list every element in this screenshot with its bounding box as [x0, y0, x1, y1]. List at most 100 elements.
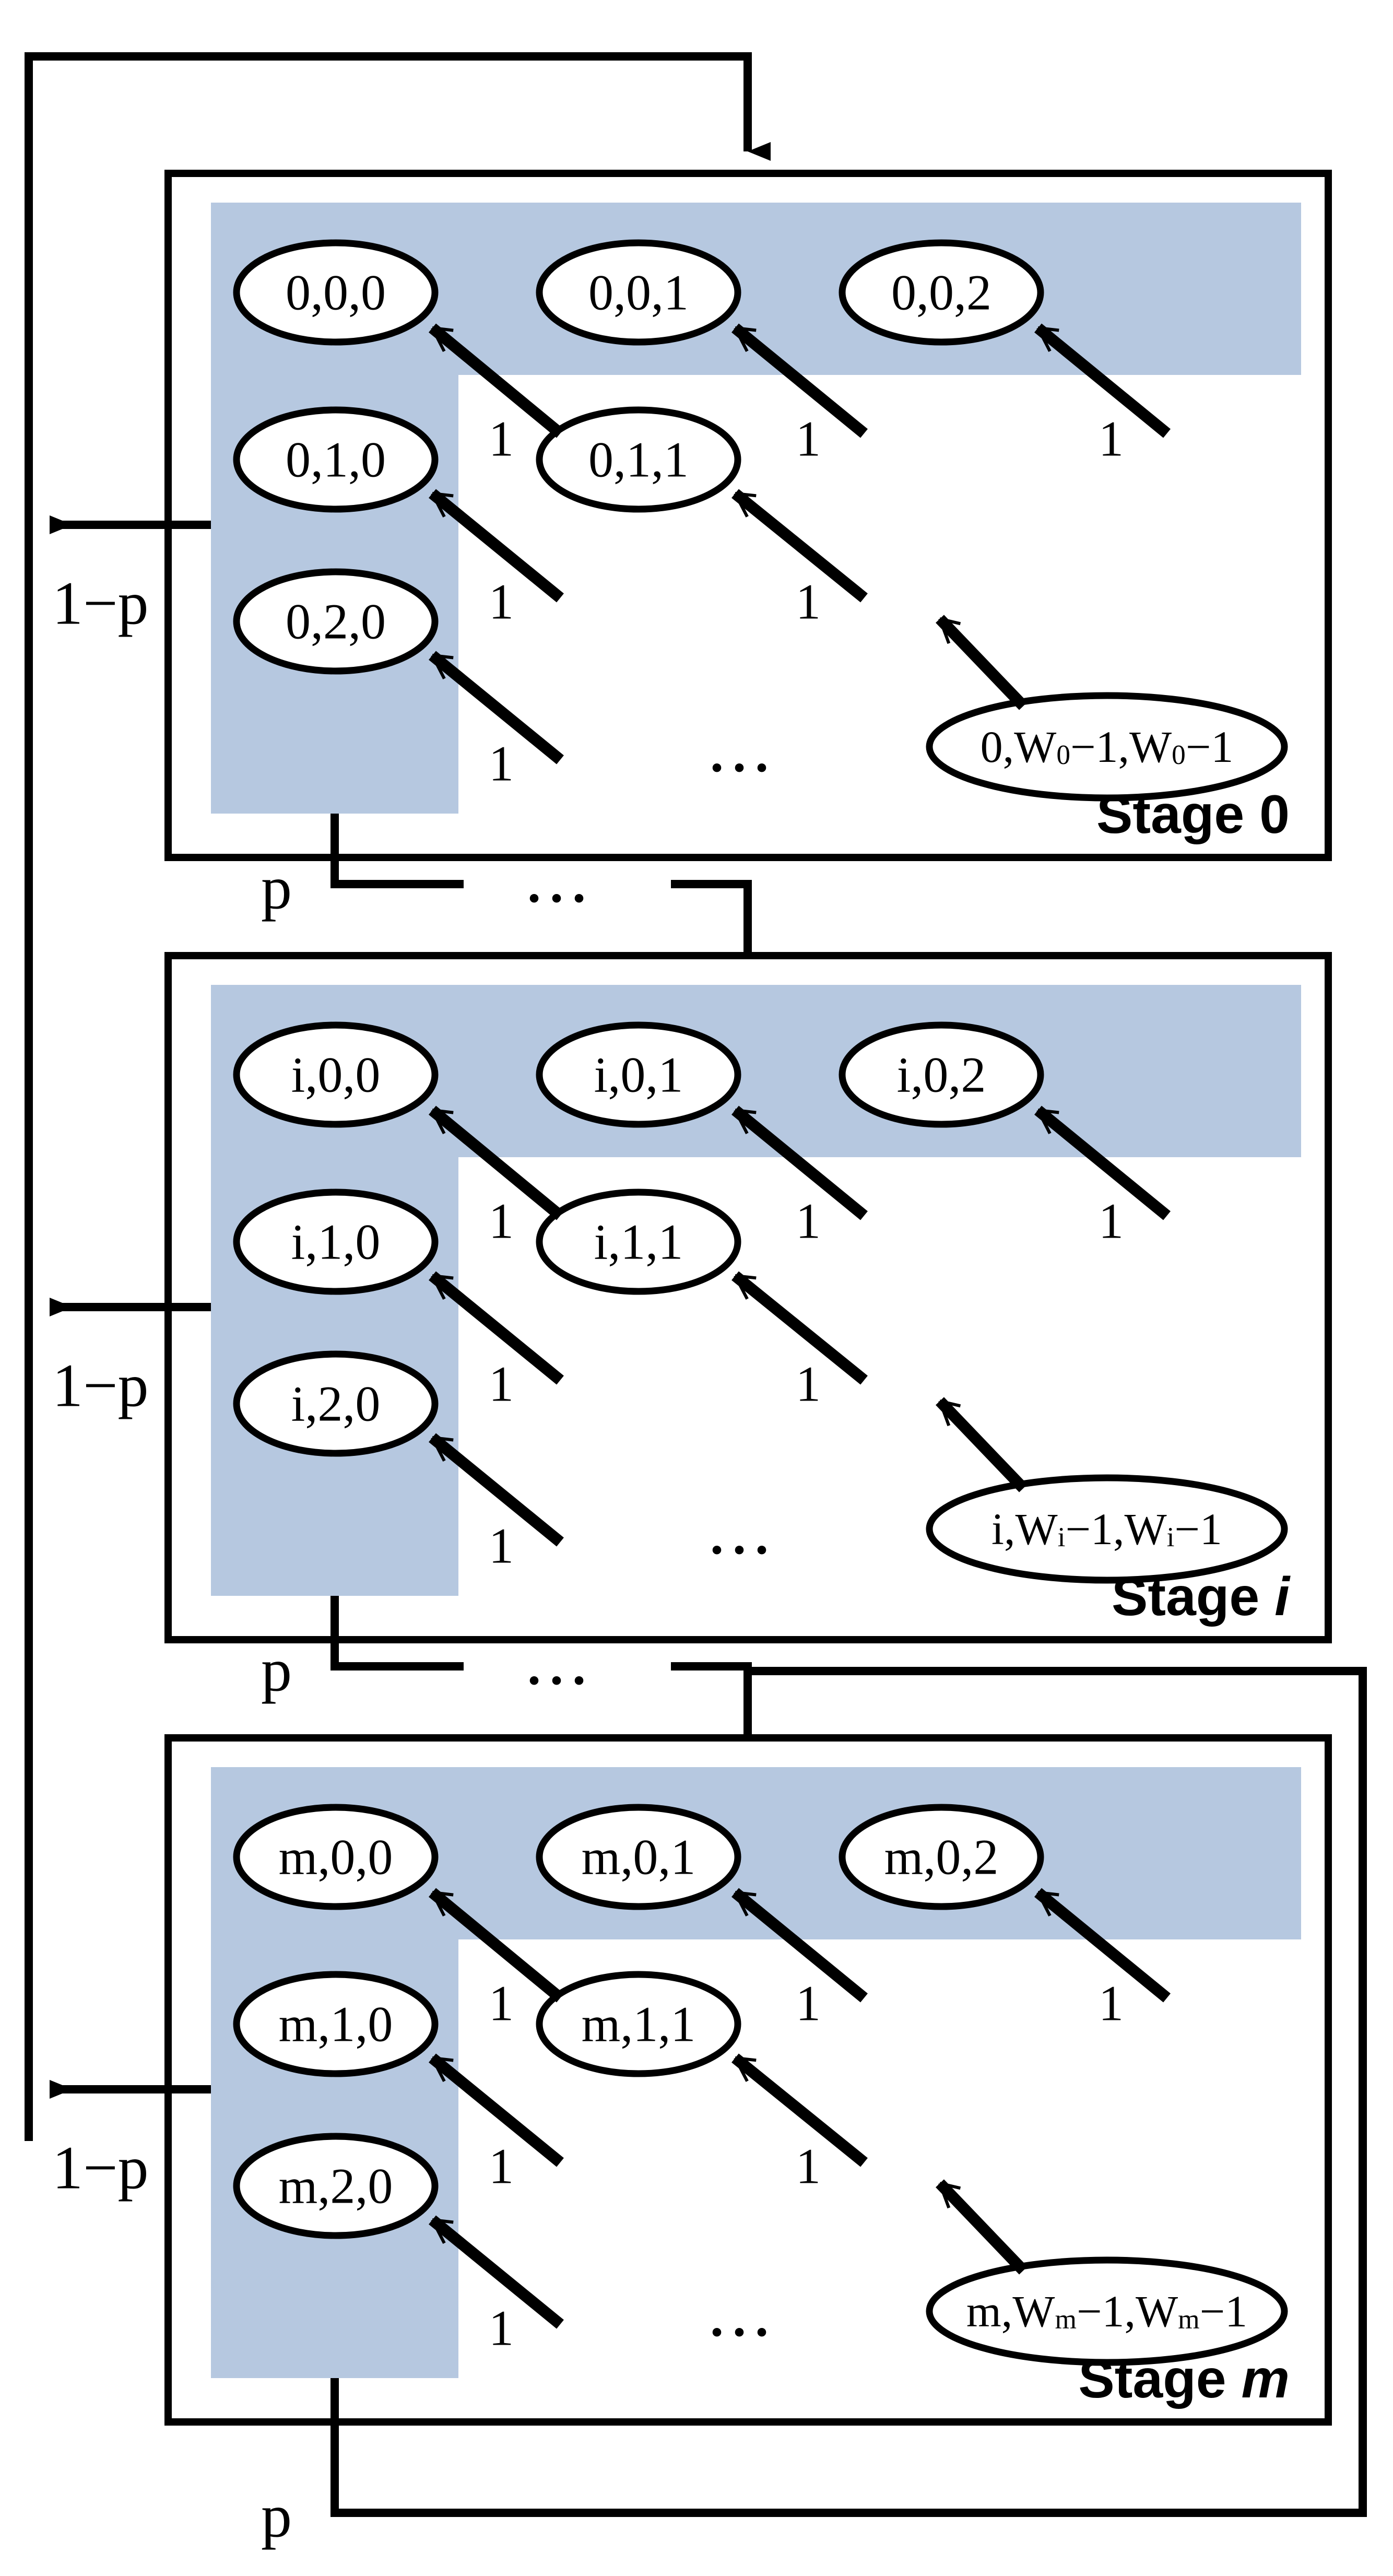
transition-arrow-last — [936, 2179, 1028, 2275]
edge-weight: 1 — [489, 574, 514, 630]
stage-0-blue-band — [211, 203, 1301, 814]
state-node-label: i,1,1 — [594, 1214, 683, 1270]
state-node-label: i,1,0 — [291, 1214, 381, 1270]
prob-stay-label: 1−p — [52, 569, 149, 638]
edge-weight: 1 — [489, 1356, 514, 1412]
prob-advance-path — [330, 814, 464, 888]
edge-weight: 1 — [489, 2138, 514, 2194]
state-node[interactable] — [839, 1021, 1044, 1128]
transition-arrow — [1034, 323, 1171, 438]
stage-ellipsis: ... — [708, 1489, 775, 1570]
state-node[interactable] — [536, 1804, 741, 1910]
state-node[interactable] — [536, 1971, 741, 2077]
prob-advance-label: p — [261, 2482, 292, 2550]
state-node[interactable] — [839, 1804, 1044, 1910]
state-node-label: m,1,1 — [582, 1996, 696, 2052]
transition-arrow — [731, 1105, 868, 1220]
state-node-label: i,0,2 — [897, 1047, 986, 1103]
state-node[interactable] — [233, 239, 439, 346]
transition-i-to-m: ... — [525, 1619, 771, 1760]
edge-weight: 1 — [796, 1193, 821, 1249]
state-node-last-label: m,Wm−1,Wm−1 — [966, 2286, 1247, 2336]
stage-title: Stage m — [1078, 2349, 1290, 2409]
state-node-last-label: i,Wi−1,Wi−1 — [991, 1504, 1222, 1554]
edge-weight: 1 — [796, 2138, 821, 2194]
stage-ellipsis: ... — [708, 707, 775, 787]
state-node-label: i,2,0 — [291, 1376, 381, 1432]
state-node[interactable] — [233, 1189, 439, 1295]
stage-0-group: 0,0,0 0,0,1 0,0,2 0,1,0 0,1,1 0,2,0 0,W0… — [50, 170, 1332, 922]
state-node-label: m,1,0 — [279, 1996, 393, 2052]
state-node[interactable] — [233, 2133, 439, 2239]
state-node-last[interactable] — [926, 2256, 1288, 2366]
state-node-label: i,0,0 — [291, 1047, 381, 1103]
state-node-last[interactable] — [926, 1474, 1288, 1584]
transition-arrow — [429, 489, 564, 603]
state-node-label: m,0,2 — [884, 1829, 999, 1885]
state-node[interactable] — [536, 1021, 741, 1128]
state-node[interactable] — [233, 568, 439, 675]
state-node-last-label: 0,W0−1,W0−1 — [981, 722, 1234, 772]
edge-weight: 1 — [1099, 411, 1124, 467]
state-node[interactable] — [233, 1971, 439, 2077]
edge-weight: 1 — [1099, 1975, 1124, 2031]
stage-m-self-loop: p — [261, 1667, 1367, 2550]
state-node-label: 0,0,1 — [588, 265, 689, 321]
self-loop-path — [330, 1667, 1367, 2517]
edge-weight: 1 — [489, 736, 514, 792]
edge-weight: 1 — [489, 1975, 514, 2031]
edge-weight: 1 — [796, 1356, 821, 1412]
transition-arrow — [429, 651, 564, 764]
state-node[interactable] — [233, 1350, 439, 1457]
state-node[interactable] — [536, 239, 741, 346]
transition-arrow — [429, 323, 564, 438]
prob-advance-label: p — [261, 1636, 292, 1704]
state-node[interactable] — [233, 1804, 439, 1910]
state-node[interactable] — [233, 1021, 439, 1128]
transition-arrow — [429, 1888, 564, 2003]
prob-advance-path — [330, 1596, 464, 1671]
stage-title: Stage 0 — [1096, 784, 1290, 845]
advance-arrow — [671, 880, 771, 978]
edge-weight: 1 — [489, 411, 514, 467]
edge-weight: 1 — [489, 1518, 514, 1574]
state-node-label: 0,2,0 — [286, 594, 386, 650]
transition-0-to-i: ... — [525, 837, 771, 978]
state-node[interactable] — [536, 1189, 741, 1295]
prob-stay-label: 1−p — [52, 2134, 149, 2202]
state-node[interactable] — [839, 239, 1044, 346]
stage-i-group: i,0,0 i,0,1 i,0,2 i,1,0 i,1,1 i,2,0 i,Wi… — [50, 952, 1332, 1704]
transition-arrow — [731, 1271, 868, 1385]
transition-arrow — [429, 2053, 564, 2167]
state-node-label: 0,0,0 — [286, 265, 386, 321]
transition-arrow-last — [936, 1397, 1028, 1492]
edge-weight: 1 — [796, 411, 821, 467]
transition-arrow-last — [936, 615, 1028, 710]
state-node-label: 0,1,1 — [588, 432, 689, 488]
edge-weight: 1 — [796, 1975, 821, 2031]
edge-weight: 1 — [796, 574, 821, 630]
state-node-label: m,0,1 — [582, 1829, 696, 1885]
state-node[interactable] — [233, 406, 439, 513]
inter-stage-ellipsis: ... — [525, 837, 593, 918]
stage-title: Stage i — [1112, 1567, 1291, 1627]
state-node[interactable] — [536, 406, 741, 513]
transition-arrow — [429, 1271, 564, 1385]
transition-arrow — [429, 1433, 564, 1547]
advance-arrow — [671, 1662, 771, 1760]
state-node-label: 0,0,2 — [891, 265, 991, 321]
transition-arrow — [731, 323, 868, 438]
transition-arrow — [429, 2215, 564, 2329]
transition-arrow — [1034, 1888, 1171, 2003]
state-node-label: m,0,0 — [279, 1829, 393, 1885]
inter-stage-ellipsis: ... — [525, 1619, 593, 1700]
state-node-last[interactable] — [926, 692, 1288, 802]
transition-arrow — [731, 2053, 868, 2167]
transition-arrow — [731, 1888, 868, 2003]
edge-weight: 1 — [489, 1193, 514, 1249]
stage-i-blue-band — [211, 985, 1301, 1596]
transition-arrow — [731, 489, 868, 603]
stage-m-blue-band — [211, 1767, 1301, 2378]
